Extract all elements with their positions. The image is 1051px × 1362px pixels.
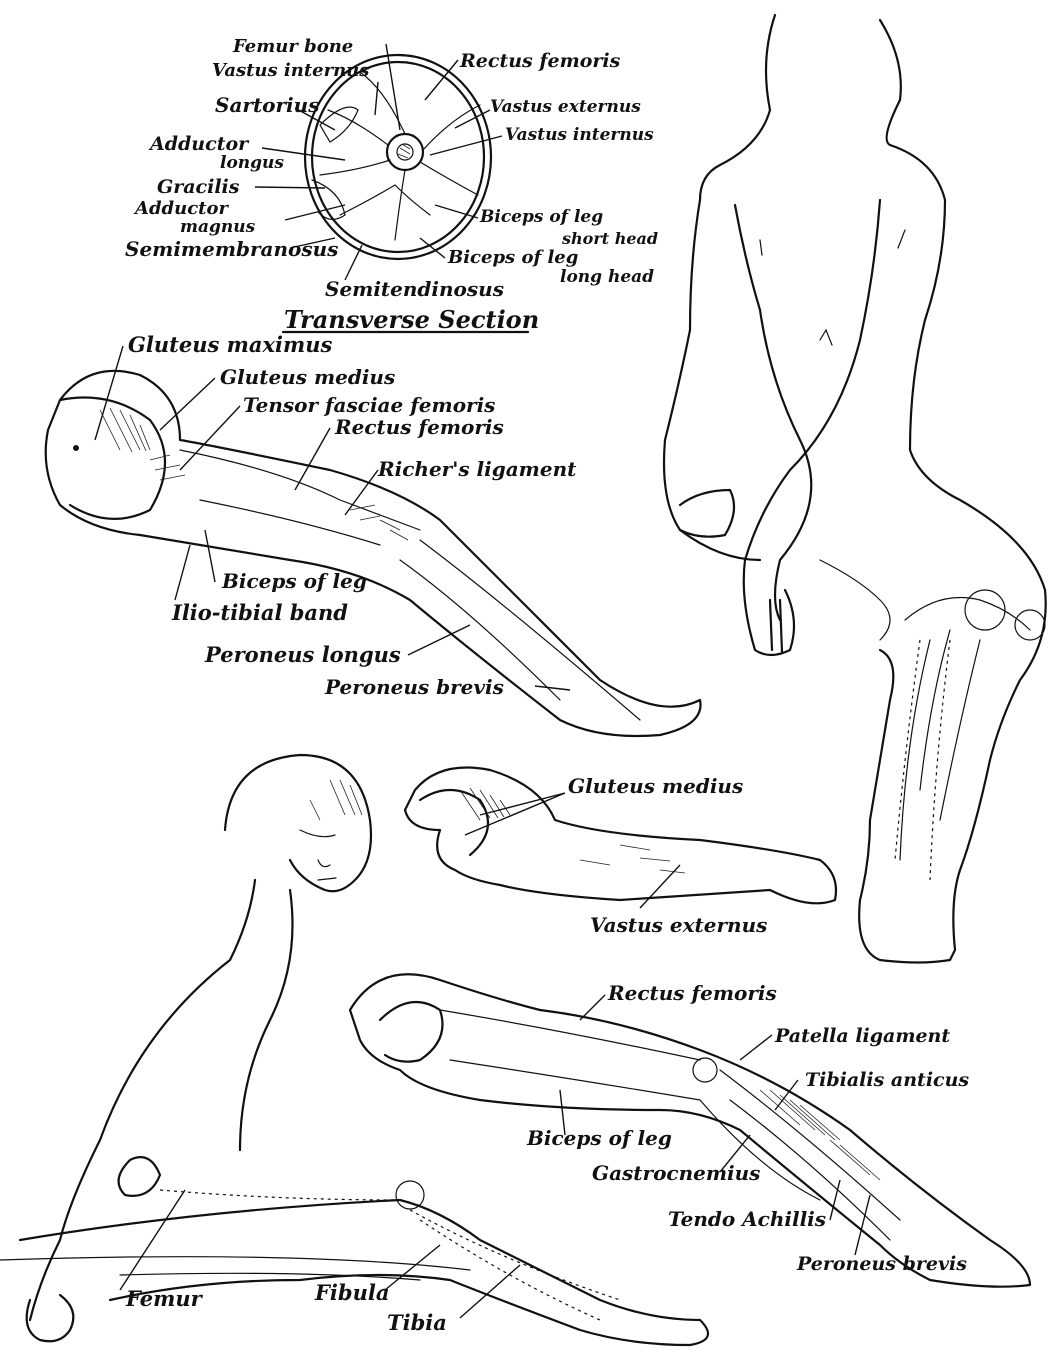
label-gluteus-medius-side: Gluteus medius xyxy=(220,365,395,389)
leg-outline xyxy=(20,1200,708,1345)
femur-bone-shape xyxy=(387,134,423,170)
label-gluteus-maximus: Gluteus maximus xyxy=(128,332,332,357)
label-vastus-externus-small: Vastus externus xyxy=(590,913,767,937)
leader-peroneus-brevis-lower xyxy=(855,1195,870,1255)
small-thigh-shading xyxy=(460,788,685,873)
label-peroneus-brevis-lower: Peroneus brevis xyxy=(796,1253,967,1275)
leader-peroneus-brevis-side xyxy=(535,686,570,690)
face-features xyxy=(300,830,336,880)
label-adductor-magnus-1: Adductor xyxy=(133,198,230,219)
seated-bone-dashes xyxy=(160,1190,620,1320)
pelvis-shape xyxy=(60,398,165,519)
muscle-divisions xyxy=(312,72,480,240)
leader-fibula xyxy=(385,1245,440,1290)
label-tibialis: Tibialis anticus xyxy=(805,1069,969,1091)
thigh-outline-inner xyxy=(312,62,484,252)
label-biceps-short-2: short head xyxy=(561,229,658,248)
lower-pelvis xyxy=(380,1002,443,1062)
femur-marrow xyxy=(397,144,413,160)
small-thigh-labels: Gluteus medius Vastus externus xyxy=(568,774,767,937)
head-hair xyxy=(225,755,371,891)
hair-shading xyxy=(310,780,362,820)
seated-figure xyxy=(0,755,708,1345)
label-adductor-longus-1: Adductor xyxy=(148,133,250,155)
label-rectus-femoris-side: Rectus femoris xyxy=(334,415,504,439)
leader-gracilis xyxy=(255,187,325,188)
label-tibia: Tibia xyxy=(387,1310,447,1335)
label-transverse-section: Transverse Section xyxy=(284,305,539,334)
label-adductor-longus-2: longus xyxy=(220,153,284,173)
seated-labels: Femur Fibula Tibia xyxy=(125,1280,447,1335)
label-semitendinosus: Semitendinosus xyxy=(325,277,504,301)
standing-knee-bone xyxy=(1015,610,1045,640)
label-biceps-short-1: Biceps of leg xyxy=(479,207,603,227)
leader-tendo xyxy=(830,1180,840,1220)
label-biceps-long-2: long head xyxy=(560,267,654,287)
side-leg-labels: Gluteus maximus Gluteus medius Tensor fa… xyxy=(128,332,577,699)
label-peroneus-longus: Peroneus longus xyxy=(204,642,401,667)
standing-bone-dashes xyxy=(895,640,950,880)
lower-leg-labels: Rectus femoris Patella ligament Tibialis… xyxy=(526,981,969,1275)
label-femur-bone: Femur bone xyxy=(232,36,353,57)
label-vastus-internus-top: Vastus internus xyxy=(212,60,369,81)
label-sartorius: Sartorius xyxy=(215,93,319,117)
leader-biceps-side xyxy=(205,530,215,582)
leader-peroneus-longus xyxy=(408,625,470,655)
label-biceps-side: Biceps of leg xyxy=(221,569,367,593)
leader-vastus-externus-small xyxy=(640,865,680,908)
label-fibula: Fibula xyxy=(314,1280,389,1305)
lower-patella xyxy=(693,1058,717,1082)
label-rectus-femoris-lower: Rectus femoris xyxy=(607,981,777,1005)
left-arm xyxy=(745,200,880,560)
label-adductor-magnus-2: magnus xyxy=(180,217,256,237)
lower-leg-outline xyxy=(350,974,1030,1286)
label-peroneus-brevis-side: Peroneus brevis xyxy=(324,675,504,699)
label-femur: Femur xyxy=(125,1286,204,1311)
label-semimembranosus: Semimembranosus xyxy=(125,237,338,261)
leader-tibia xyxy=(460,1265,520,1318)
standing-patella xyxy=(965,590,1005,630)
seated-patella xyxy=(396,1181,424,1209)
standing-leg-lines xyxy=(820,560,1030,860)
label-tendo: Tendo Achillis xyxy=(668,1207,826,1231)
seated-hand xyxy=(27,1295,74,1341)
label-richers: Richer's ligament xyxy=(377,457,577,481)
lower-leg-shading xyxy=(760,1090,880,1180)
leader-ilio-tibial xyxy=(175,545,190,600)
leader-gluteus-medius xyxy=(160,378,215,430)
label-gluteus-medius-small: Gluteus medius xyxy=(568,774,743,798)
leader-semitendinosus xyxy=(345,245,362,280)
leader-patella xyxy=(740,1035,772,1060)
label-rectus-femoris-ts: Rectus femoris xyxy=(459,50,621,72)
hip-mark xyxy=(73,445,79,451)
torso-right-leg-outline xyxy=(859,20,1046,963)
leader-adductor-magnus xyxy=(285,205,345,220)
front-torso xyxy=(240,890,293,1150)
leader-tensor xyxy=(180,406,240,470)
seated-hip-bone xyxy=(119,1157,160,1196)
hand xyxy=(744,560,794,655)
label-gracilis: Gracilis xyxy=(157,176,240,198)
knee-left xyxy=(680,490,734,537)
label-vastus-internus-right: Vastus internus xyxy=(505,125,654,145)
leader-femur-bone xyxy=(386,44,400,130)
label-ilio-tibial: Ilio-tibial band xyxy=(171,600,348,625)
leader-rectus-femoris-lower xyxy=(580,995,605,1020)
lower-leg-diagram xyxy=(350,974,1030,1286)
leader-femur xyxy=(120,1190,185,1290)
thigh-outline-outer xyxy=(305,55,491,259)
back-arm xyxy=(30,880,255,1320)
torso-left-outline xyxy=(664,15,775,560)
label-patella: Patella ligament xyxy=(774,1025,950,1047)
label-biceps-lower: Biceps of leg xyxy=(526,1126,672,1150)
torso-marks xyxy=(760,230,905,345)
label-vastus-externus-ts: Vastus externus xyxy=(490,97,641,117)
label-tensor: Tensor fasciae femoris xyxy=(243,393,495,417)
leader-rectus-femoris-side xyxy=(295,428,330,490)
label-gastrocnemius: Gastrocnemius xyxy=(592,1161,760,1185)
standing-figure xyxy=(664,15,1046,963)
label-biceps-long-1: Biceps of leg xyxy=(447,247,578,268)
